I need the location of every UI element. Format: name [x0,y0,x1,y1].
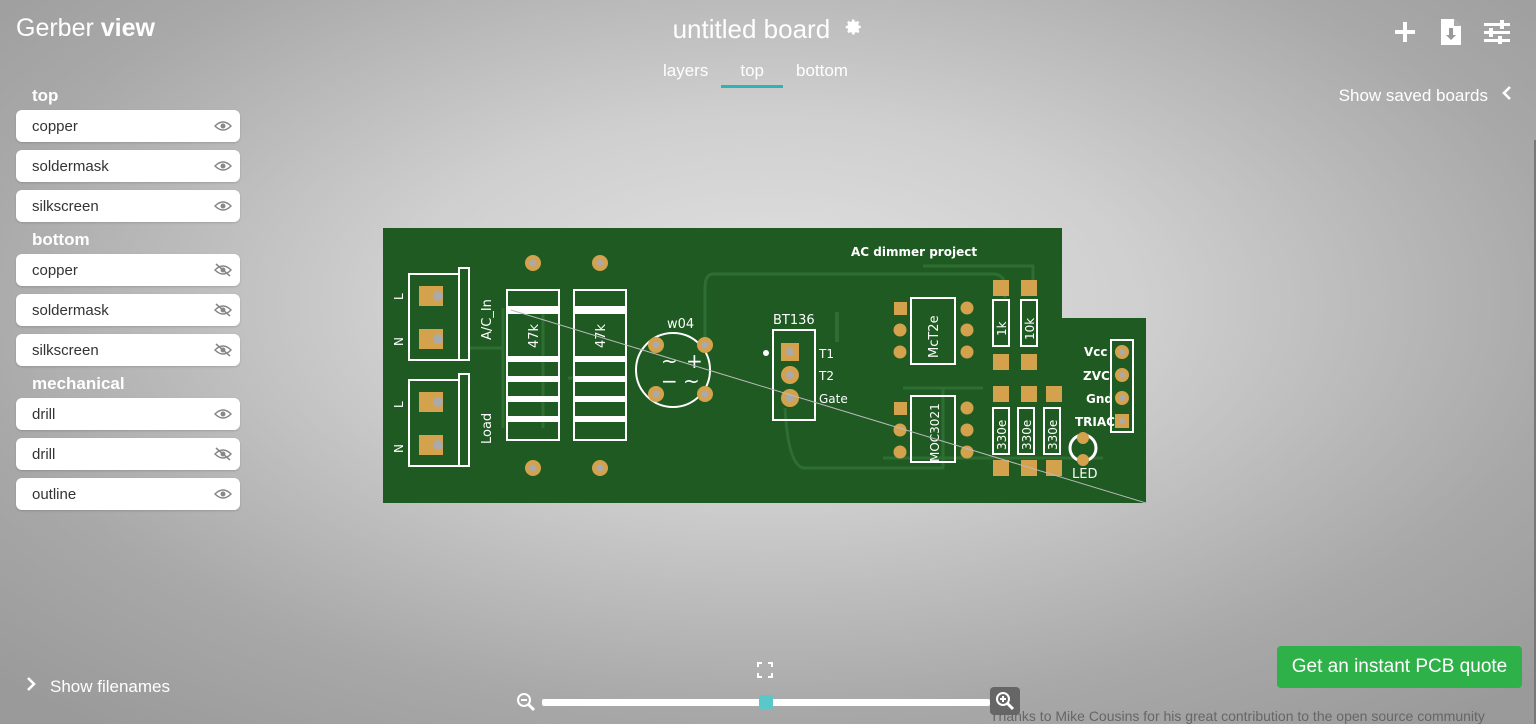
gear-icon[interactable] [845,18,863,42]
pcb-label-t2: T2 [818,369,834,383]
layer-label: copper [32,261,78,279]
pcb-label-l1: L [392,293,406,300]
section-title-bottom: bottom [32,230,90,249]
eye-slash-icon[interactable] [214,343,232,357]
pcb-label-bridge: w04 [667,317,694,332]
layer-label: silkscreen [32,341,99,359]
pcb-quote-button[interactable]: Get an instant PCB quote [1277,646,1522,688]
eye-icon[interactable] [214,488,232,500]
brand-prefix: Gerber [16,14,94,42]
section-title-mechanical: mechanical [32,374,125,393]
layer-sidebar: top copper soldermask silkscreen bottom … [16,86,240,518]
eye-icon[interactable] [214,120,232,132]
tab-top[interactable]: top [721,61,783,88]
pcb-label-gate: Gate [819,392,848,406]
svg-text:−: − [661,369,678,393]
toolbar [1392,18,1510,46]
layer-drill-1[interactable]: drill [16,398,240,430]
tab-bottom[interactable]: bottom [796,61,848,80]
view-tabs: layers top bottom [650,61,861,88]
layer-bottom-copper[interactable]: copper [16,254,240,286]
pcb-title: AC dimmer project [851,245,977,259]
eye-slash-icon[interactable] [214,447,232,461]
layer-top-copper[interactable]: copper [16,110,240,142]
zoom-slider-thumb[interactable] [759,695,773,709]
section-title-top: top [32,86,59,105]
pcb-label-r6: 330e [1020,420,1034,450]
eye-slash-icon[interactable] [214,263,232,277]
layer-top-soldermask[interactable]: soldermask [16,150,240,182]
pcb-label-r7: 330e [1046,420,1060,450]
layer-outline[interactable]: outline [16,478,240,510]
pcb-label-n2: N [392,444,406,453]
zoom-in-icon[interactable] [990,687,1020,715]
pcb-render[interactable]: AC dimmer project L N L N A/C_In Load 47… [383,228,1147,504]
pcb-label-zvc: ZVC [1083,369,1110,383]
pcb-label-t1: T1 [818,347,834,361]
chevron-left-icon [1502,85,1512,106]
plus-icon[interactable] [1392,18,1418,46]
layer-drill-2[interactable]: drill [16,438,240,470]
pcb-label-r4: 10k [1023,318,1037,340]
eye-slash-icon[interactable] [214,303,232,317]
pcb-label-load: Load [480,413,495,444]
credits-text: Thanks to Mike Cousins for his great con… [990,708,1485,724]
layer-label: drill [32,445,56,463]
download-icon[interactable] [1438,18,1464,46]
pcb-label-ac-in: A/C_In [480,299,495,340]
svg-text:~: ~ [683,369,700,393]
layer-bottom-silkscreen[interactable]: silkscreen [16,334,240,366]
board-title[interactable]: untitled board [672,14,831,44]
layer-label: outline [32,485,77,503]
brand-strong: view [100,14,155,42]
pcb-label-opto2: MOC3021 [928,403,942,462]
saved-boards-label: Show saved boards [1338,85,1488,105]
pcb-label-r1: 47k [527,323,542,348]
zoom-out-icon[interactable] [516,692,536,717]
board-title-bar: untitled board [0,14,1536,45]
pcb-label-triac-pin: TRIAC [1075,415,1115,429]
eye-icon[interactable] [214,160,232,172]
layer-label: copper [32,117,78,135]
show-filenames[interactable]: Show filenames [26,676,170,697]
eye-icon[interactable] [214,200,232,212]
sliders-icon[interactable] [1484,18,1510,46]
tab-layers[interactable]: layers [663,61,709,80]
pcb-label-r5: 330e [995,420,1009,450]
layer-bottom-soldermask[interactable]: soldermask [16,294,240,326]
scrollbar[interactable] [1534,140,1536,724]
layer-top-silkscreen[interactable]: silkscreen [16,190,240,222]
layer-label: soldermask [32,301,109,319]
chevron-right-icon [26,676,36,697]
fit-screen-icon[interactable] [757,662,773,683]
pcb-label-gnd: Gnd [1086,392,1113,406]
zoom-control [516,687,1026,717]
layer-label: soldermask [32,157,109,175]
pcb-label-r2: 47k [594,323,609,348]
pcb-label-n1: N [392,337,406,346]
layer-label: drill [32,405,56,423]
eye-icon[interactable] [214,408,232,420]
pcb-label-triac: BT136 [773,313,815,328]
pcb-label-vcc: Vcc [1084,345,1108,359]
show-filenames-label: Show filenames [50,676,171,696]
pcb-label-opto1: McT2e [927,315,942,358]
pcb-label-r3: 1k [995,321,1009,336]
svg-text:~: ~ [661,349,678,373]
pcb-label-led: LED [1072,467,1097,482]
pcb-label-l2: L [392,401,406,408]
app-logo: Gerber view [16,14,155,43]
layer-label: silkscreen [32,197,99,215]
show-saved-boards[interactable]: Show saved boards [1339,85,1512,106]
